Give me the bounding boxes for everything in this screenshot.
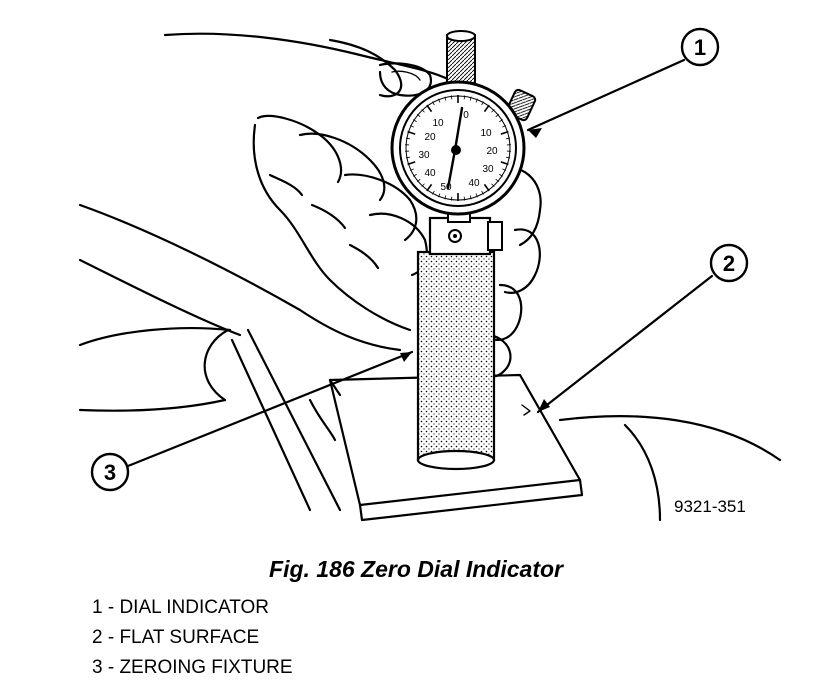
- dial-number-left-10: 10: [432, 118, 444, 129]
- callout-2: 2: [711, 245, 747, 281]
- dial-number-right-40: 40: [468, 178, 480, 189]
- callout-1-number: 1: [694, 35, 706, 60]
- dial-tick: [464, 197, 465, 201]
- upper-hand: [165, 34, 450, 97]
- dial-tick: [451, 197, 452, 201]
- legend-item-1: 1 - DIAL INDICATOR: [92, 596, 293, 626]
- arm-sleeve: [80, 205, 400, 510]
- callout-2-number: 2: [723, 251, 735, 276]
- dial-number-right-30: 30: [482, 164, 494, 175]
- housing-outline: [560, 416, 780, 520]
- legend-item-2: 2 - FLAT SURFACE: [92, 626, 293, 656]
- dial-number-left-30: 30: [418, 150, 430, 161]
- dial-number-right-0: 0: [463, 110, 469, 121]
- legend-item-3: 3 - ZEROING FIXTURE: [92, 656, 293, 686]
- dial-number-left-20: 20: [424, 132, 436, 143]
- dial-number-left-50: 50: [440, 182, 452, 193]
- callout-legend: 1 - DIAL INDICATOR 2 - FLAT SURFACE 3 - …: [92, 596, 293, 686]
- figure-caption: Fig. 186 Zero Dial Indicator: [0, 556, 832, 583]
- callout-3: 3: [92, 454, 128, 490]
- callout-3-number: 3: [104, 460, 116, 485]
- dial-number-right-20: 20: [486, 146, 498, 157]
- dial-indicator: 10 20 30 40 50 0 10 20 30 40: [392, 31, 536, 222]
- dial-number-left-40: 40: [424, 168, 436, 179]
- callout-1: 1: [682, 29, 718, 65]
- zeroing-fixture: [418, 218, 502, 469]
- dial-tick: [464, 95, 465, 99]
- dial-indicator-illustration: 10 20 30 40 50 0 10 20 30 40 1 2 3 9321-…: [0, 0, 832, 545]
- dial-number-right-10: 10: [480, 128, 492, 139]
- flange-outline: [80, 328, 230, 411]
- drawing-number: 9321-351: [674, 497, 746, 516]
- dial-tick: [451, 95, 452, 99]
